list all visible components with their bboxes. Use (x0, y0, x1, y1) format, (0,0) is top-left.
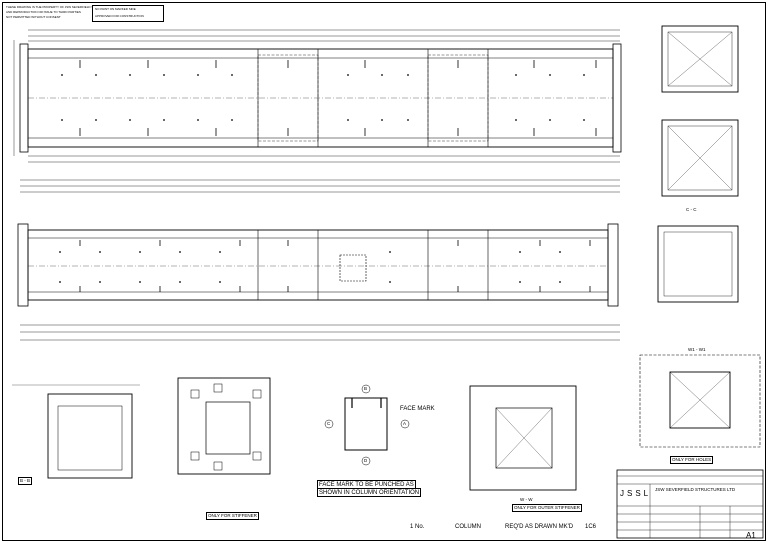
section-label-outer-stiffener: ONLY FOR OUTER STIFFENER (512, 504, 582, 512)
face-letter-d: D (364, 458, 368, 463)
column-elevation-top (13, 29, 622, 163)
company-logo: JSSL (620, 489, 652, 498)
section-label-holes: ONLY FOR HOLES (670, 456, 714, 464)
hole-marks-top (61, 74, 585, 121)
stiffener-ticks-top (79, 60, 597, 136)
punch-note-2: SHOWN IN COLUMN ORIENTATION (317, 488, 422, 497)
stamp-line-1: NO PAINT ON MARKED SIDE (95, 7, 136, 11)
detail-stiffener (177, 377, 271, 475)
schedule-mark: 1C6 (585, 524, 597, 530)
section-label-w-w: W - W (520, 497, 533, 502)
schedule-description: COLUMN (455, 524, 482, 530)
stiffener-ticks-bottom (79, 240, 591, 292)
note-line-1: THESE DRAWING IS THE PROPERTY OF JSW SEV… (6, 5, 119, 9)
face-mark-label: FACE MARK (400, 406, 435, 412)
company-name: JSW SEVERFIELD STRUCTURES LTD (655, 487, 736, 492)
section-label-b-b: B - B (18, 477, 33, 485)
face-letter-b: B (364, 386, 368, 391)
revision-label: A1 (746, 531, 756, 540)
stamp-line-2: APPROVED FOR CONSTRUCTION (95, 14, 144, 18)
section-label-stiffener: ONLY FOR STIFFENER (206, 512, 259, 520)
note-line-2: AND REPRODUCTION OR ISSUE TO THIRD PARTI… (6, 10, 81, 14)
detail-face-mark (324, 384, 410, 466)
ownership-note: THESE DRAWING IS THE PROPERTY OF JSW SEV… (5, 5, 118, 20)
section-label-c-c: C - C (686, 207, 697, 212)
detail-outer-stiffener (469, 385, 577, 491)
hole-marks-bottom (59, 251, 561, 283)
title-block-lines (616, 469, 764, 539)
section-label-w1: W1 - W1 (688, 347, 706, 352)
schedule-reqd: REQ'D AS DRAWN MK'D (505, 524, 574, 530)
note-line-3: NOT PERMITTED WITHOUT CONSENT (6, 15, 61, 19)
schedule-qty: 1 No. (410, 524, 425, 530)
face-letter-c: C (327, 421, 331, 426)
section-views-right (639, 25, 761, 448)
column-elevation-bottom (17, 179, 620, 341)
face-letter-a: A (403, 421, 407, 426)
detail-b-b (12, 384, 140, 479)
paint-stamp-box: NO PAINT ON MARKED SIDE APPROVED FOR CON… (92, 5, 164, 22)
